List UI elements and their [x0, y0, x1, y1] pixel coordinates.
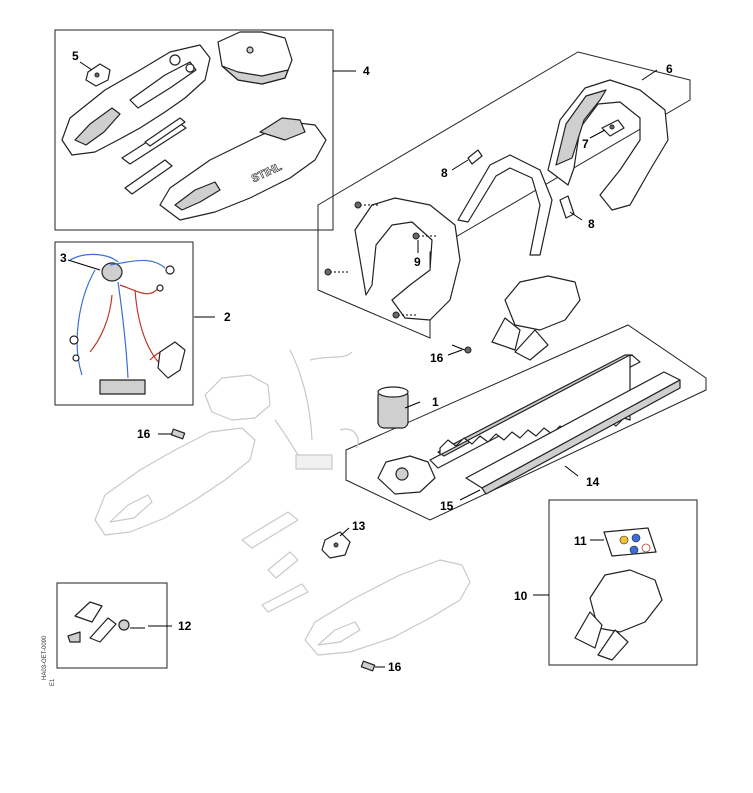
housing-cover-top — [217, 31, 293, 85]
callout-4: 4 — [363, 64, 370, 78]
callout-13: 13 — [352, 519, 366, 533]
cutter-blade — [429, 354, 641, 469]
bracket-7 — [601, 119, 625, 137]
clip-8b — [559, 195, 575, 219]
drawing-code-suffix: E1 — [50, 678, 56, 686]
blade-cover-10 — [574, 569, 663, 661]
callout-7: 7 — [582, 137, 589, 151]
callout-10: 10 — [514, 589, 528, 603]
ghost-housing-left — [94, 427, 256, 536]
seal-plate-5 — [85, 63, 111, 87]
handle-mount — [354, 197, 461, 321]
callout-6: 6 — [666, 62, 673, 76]
callout-8b: 8 — [588, 217, 595, 231]
gear-housing-15 — [377, 455, 436, 495]
callout-8a: 8 — [441, 166, 448, 180]
blade-cover-top — [491, 275, 581, 361]
screw-16c — [360, 660, 376, 672]
loop-handle-6 — [547, 79, 669, 211]
handle-bar — [457, 154, 553, 256]
callout-14: 14 — [586, 475, 600, 489]
wiring-harness-3 — [69, 253, 186, 395]
slider-parts — [121, 117, 187, 195]
callout-11: 11 — [574, 534, 587, 548]
box-housing-group — [54, 29, 334, 231]
drawing-code: HA03-OET-0090 — [42, 635, 48, 680]
screw-16b — [451, 344, 472, 354]
box-wiring-group — [54, 241, 194, 406]
callout-16c: 16 — [388, 660, 402, 674]
ghost-wiring — [274, 349, 359, 470]
box-blade-group — [345, 324, 707, 521]
callout-15: 15 — [440, 499, 454, 513]
screws-9 — [324, 201, 438, 319]
screw-16a — [170, 428, 186, 440]
clip-8a — [467, 149, 483, 165]
box-guard-group — [548, 499, 698, 666]
ghost-cover — [204, 374, 271, 421]
blade-guard-rail-14 — [465, 371, 681, 495]
ghost-parts-middle — [241, 511, 309, 613]
leader-lines — [67, 61, 658, 668]
callout-2: 2 — [224, 310, 231, 324]
callout-5: 5 — [72, 49, 79, 63]
callout-16b: 16 — [430, 351, 444, 365]
callout-9: 9 — [414, 255, 421, 269]
callout-12: 12 — [178, 619, 192, 633]
housing-half-left — [61, 44, 211, 156]
switch-parts-12 — [67, 601, 145, 643]
callout-16a: 16 — [137, 427, 151, 441]
motor-1 — [377, 386, 409, 429]
callout-1: 1 — [432, 395, 439, 409]
housing-half-right: STIHL — [159, 117, 327, 221]
ghost-housing-right — [304, 559, 471, 656]
decal-11 — [603, 527, 657, 557]
switch-13 — [321, 531, 351, 559]
callout-3: 3 — [60, 251, 67, 265]
